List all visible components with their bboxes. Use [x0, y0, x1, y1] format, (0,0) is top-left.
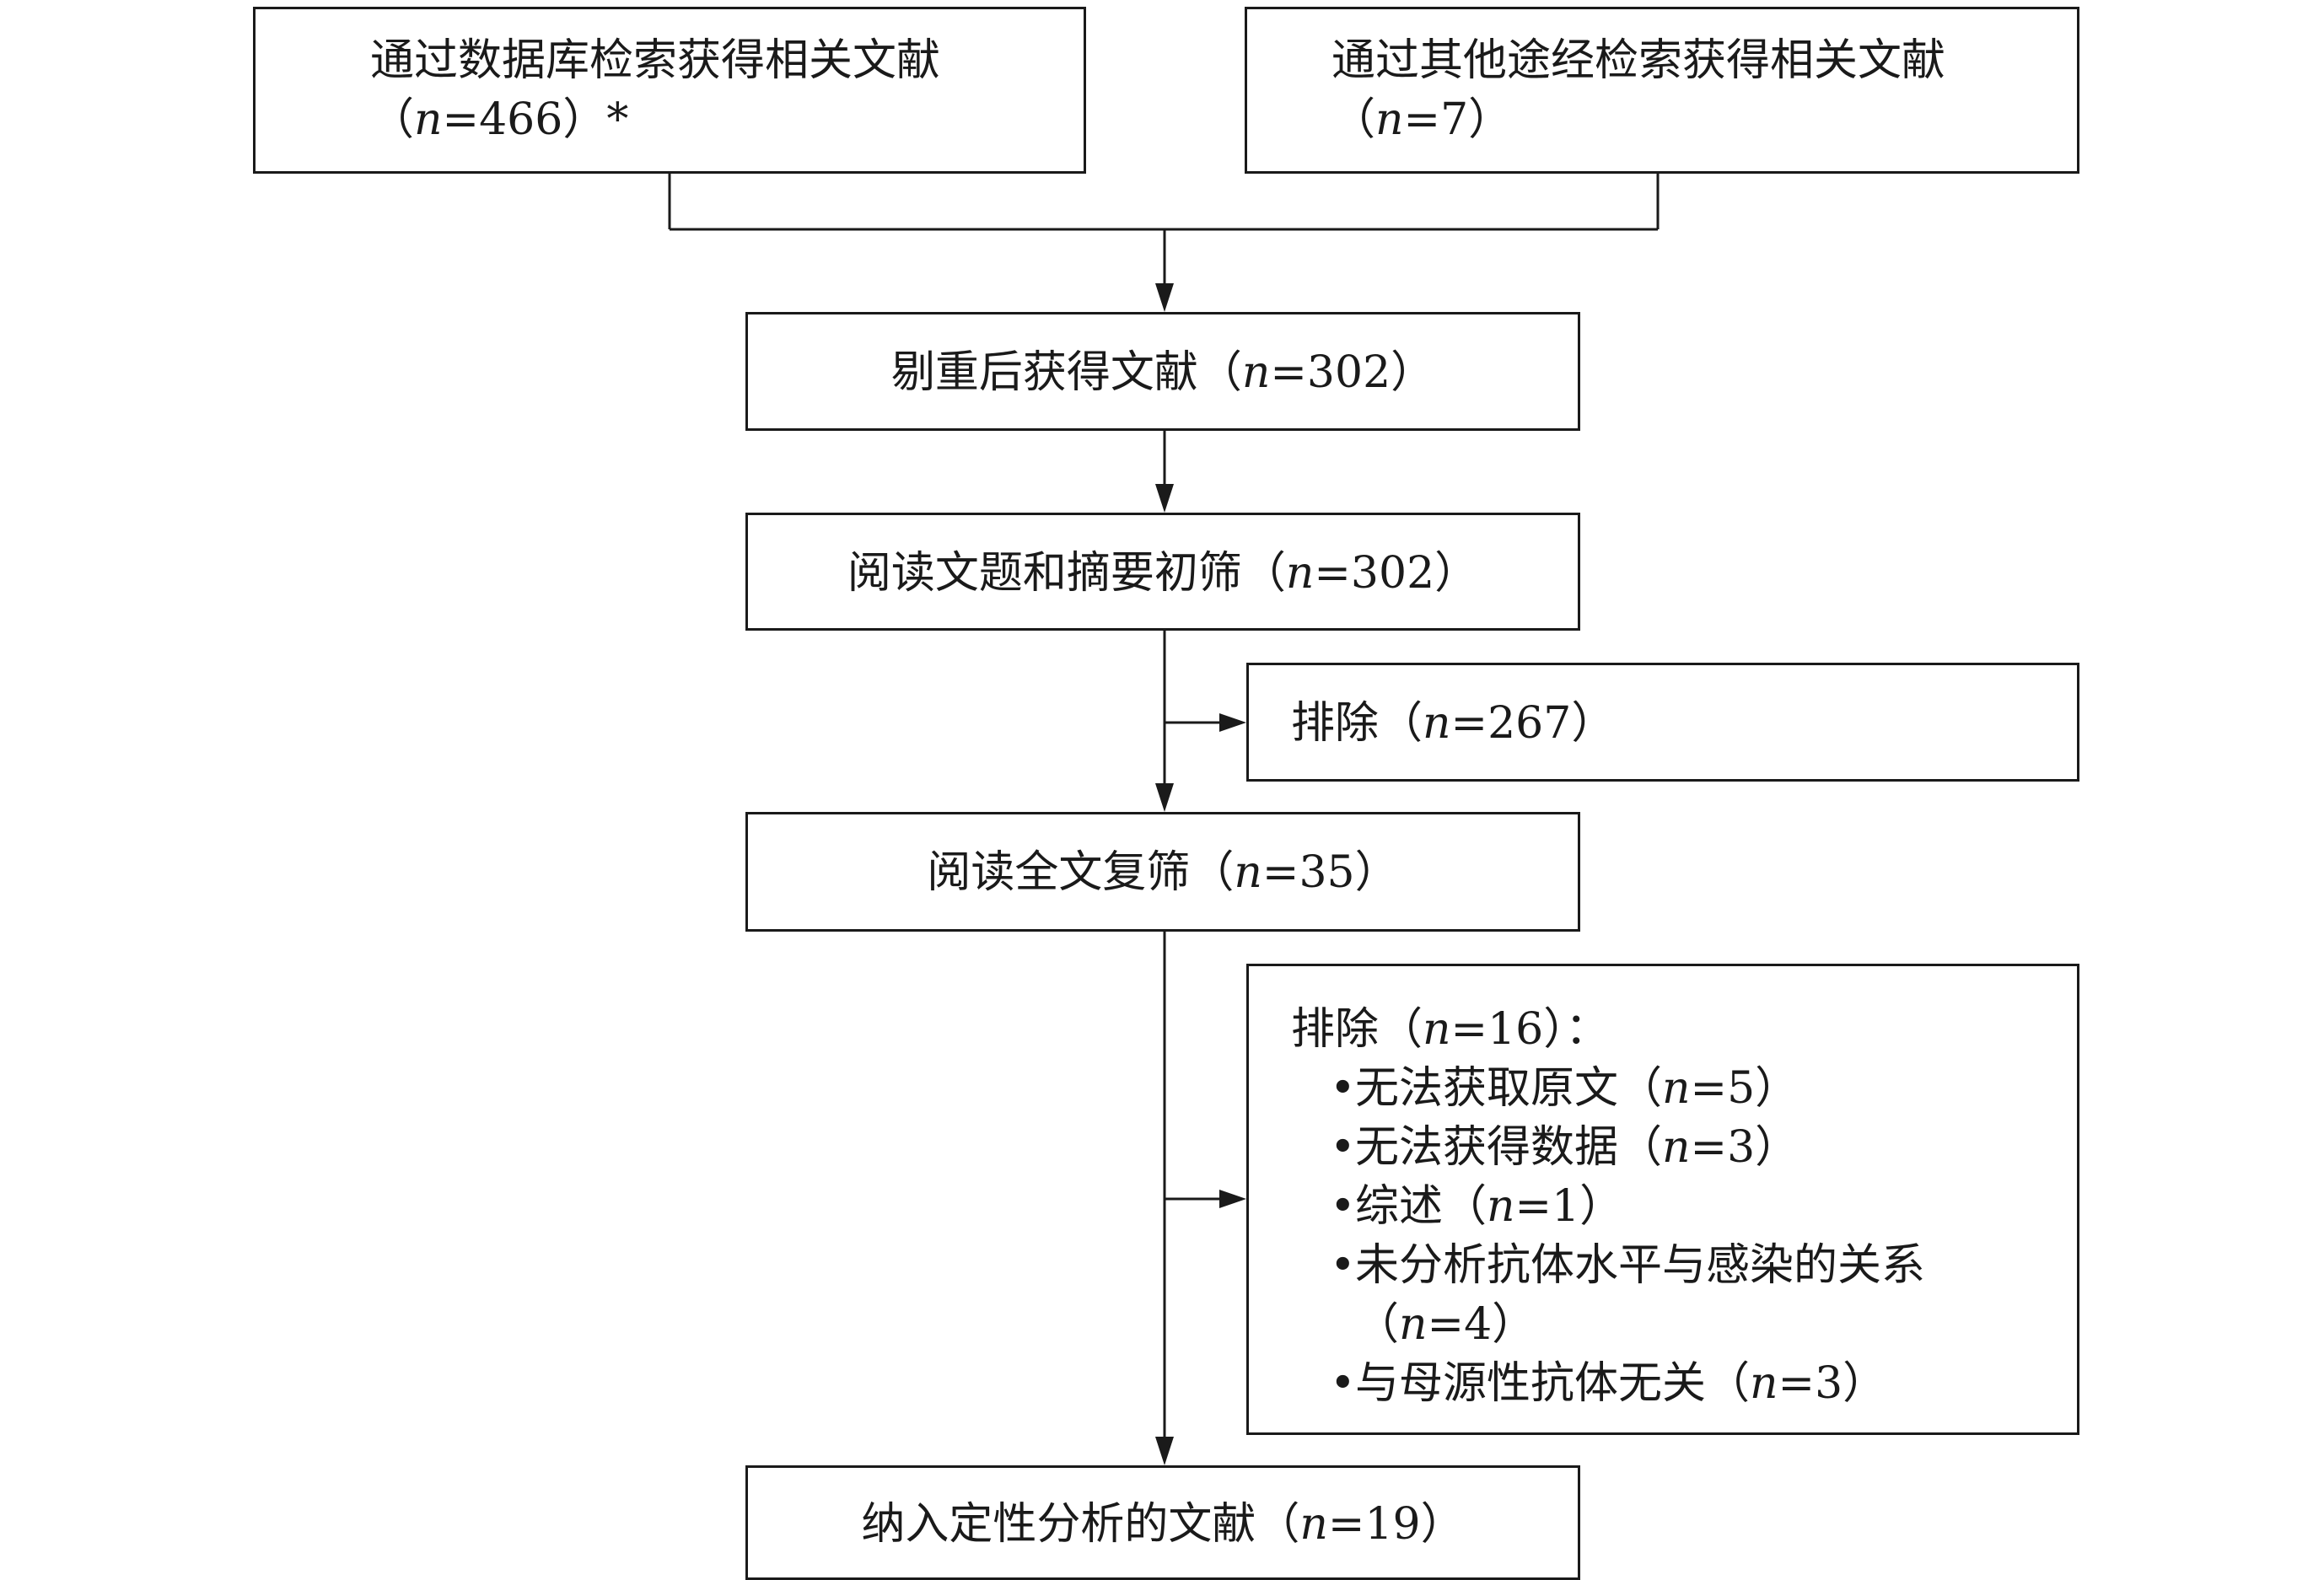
arrowhead-fulltext-to-included	[1155, 1437, 1174, 1465]
title-abstract-n: n	[1285, 548, 1315, 599]
included-box: 纳入定性分析的文献（n=19）	[745, 1465, 1580, 1580]
bullet-icon: •	[1330, 1063, 1356, 1114]
fulltext-box: 阅读全文复筛（n=35）	[745, 812, 1580, 932]
exclude-second-count: =16）：	[1450, 1004, 1610, 1055]
exclusion-reason-label: 无法获取原文（	[1355, 1063, 1663, 1114]
exclude-first-n: n	[1423, 698, 1451, 749]
title-abstract-text: 阅读文题和摘要初筛（n=302）	[748, 544, 1578, 603]
title-abstract-label: 阅读文题和摘要初筛（	[847, 548, 1286, 599]
arrowhead-title-to-fulltext	[1155, 783, 1174, 812]
bullet-icon: •	[1330, 1358, 1356, 1409]
included-text: 纳入定性分析的文献（n=19）	[748, 1495, 1578, 1554]
database-search-n: n	[414, 94, 443, 145]
fulltext-label: 阅读全文复筛（	[927, 847, 1235, 898]
dedup-label: 剔重后获得文献（	[890, 347, 1242, 398]
exclusion-reason-n: n	[1487, 1181, 1515, 1232]
bullet-icon: •	[1330, 1181, 1356, 1232]
dedup-count: =302）	[1270, 347, 1435, 398]
title-abstract-box: 阅读文题和摘要初筛（n=302）	[745, 513, 1580, 631]
database-search-count-prefix: （	[370, 94, 415, 145]
exclusion-reason-label: 无法获得数据（	[1355, 1122, 1663, 1173]
exclusion-reason-item-continued: （n=4）	[1355, 1295, 1536, 1354]
included-count: =19）	[1327, 1499, 1465, 1550]
exclusion-reason-label: 与母源性抗体无关（	[1355, 1358, 1751, 1409]
exclusion-reason-n: n	[1662, 1063, 1691, 1114]
dedup-text: 剔重后获得文献（n=302）	[748, 343, 1578, 402]
bullet-icon: •	[1330, 1122, 1356, 1173]
other-search-box: 通过其他途经检索获得相关文献 （n=7）	[1245, 7, 2079, 174]
exclude-second-box: 排除（n=16）： •无法获取原文（n=5） •无法获得数据（n=3） •综述（…	[1246, 964, 2079, 1435]
other-search-count-prefix: （	[1331, 94, 1376, 145]
exclusion-reason-item: •综述（n=1）	[1330, 1177, 1623, 1236]
exclude-second-n: n	[1423, 1004, 1451, 1055]
exclusion-reason-label: 未分析抗体水平与感染的关系	[1355, 1240, 1926, 1291]
exclude-second-label: 排除（	[1291, 1004, 1423, 1055]
exclude-first-label: 排除（	[1291, 698, 1423, 749]
included-label: 纳入定性分析的文献（	[861, 1499, 1300, 1550]
exclude-second-heading: 排除（n=16）：	[1291, 1000, 1609, 1059]
dedup-box: 剔重后获得文献（n=302）	[745, 312, 1580, 431]
included-n: n	[1299, 1499, 1328, 1550]
exclude-first-text: 排除（n=267）	[1291, 694, 1615, 753]
exclusion-reason-count: =3）	[1690, 1122, 1799, 1173]
exclusion-reason-prefix: （	[1355, 1299, 1400, 1350]
fulltext-count: =35）	[1262, 847, 1399, 898]
arrowhead-to-exclude-second	[1219, 1190, 1246, 1208]
exclusion-reason-item: •无法获取原文（n=5）	[1330, 1059, 1799, 1118]
bullet-icon: •	[1330, 1240, 1356, 1291]
exclusion-reason-item: •未分析抗体水平与感染的关系	[1330, 1236, 1925, 1295]
arrowhead-to-exclude-first	[1219, 713, 1246, 732]
arrowhead-merge-to-dedup	[1155, 283, 1174, 312]
fulltext-n: n	[1234, 847, 1262, 898]
exclusion-reason-label: 综述（	[1355, 1181, 1487, 1232]
exclusion-reason-count: =1）	[1514, 1181, 1624, 1232]
title-abstract-count: =302）	[1314, 548, 1479, 599]
exclusion-reason-count: =5）	[1690, 1063, 1799, 1114]
exclusion-reason-count: =4）	[1427, 1299, 1536, 1350]
database-search-count: （n=466）*	[370, 90, 628, 149]
other-search-count-value: =7）	[1403, 94, 1513, 145]
other-search-n: n	[1375, 94, 1404, 145]
fulltext-text: 阅读全文复筛（n=35）	[748, 843, 1578, 902]
exclusion-reason-n: n	[1662, 1122, 1691, 1173]
other-search-label: 通过其他途经检索获得相关文献	[1331, 35, 1946, 86]
database-search-label: 通过数据库检索获得相关文献	[370, 35, 941, 86]
exclusion-reason-item: •无法获得数据（n=3）	[1330, 1118, 1799, 1177]
exclude-first-count: =267）	[1450, 698, 1616, 749]
exclusion-reason-count: =3）	[1778, 1358, 1887, 1409]
exclude-first-box: 排除（n=267）	[1246, 663, 2079, 782]
other-search-count: （n=7）	[1331, 90, 1512, 149]
database-search-count-value: =466）*	[442, 94, 629, 145]
exclusion-reason-n: n	[1399, 1299, 1428, 1350]
database-search-box: 通过数据库检索获得相关文献 （n=466）*	[253, 7, 1086, 174]
exclusion-reason-item: •与母源性抗体无关（n=3）	[1330, 1354, 1886, 1413]
arrowhead-dedup-to-title	[1155, 484, 1174, 513]
exclusion-reason-n: n	[1750, 1358, 1778, 1409]
dedup-n: n	[1241, 347, 1271, 398]
